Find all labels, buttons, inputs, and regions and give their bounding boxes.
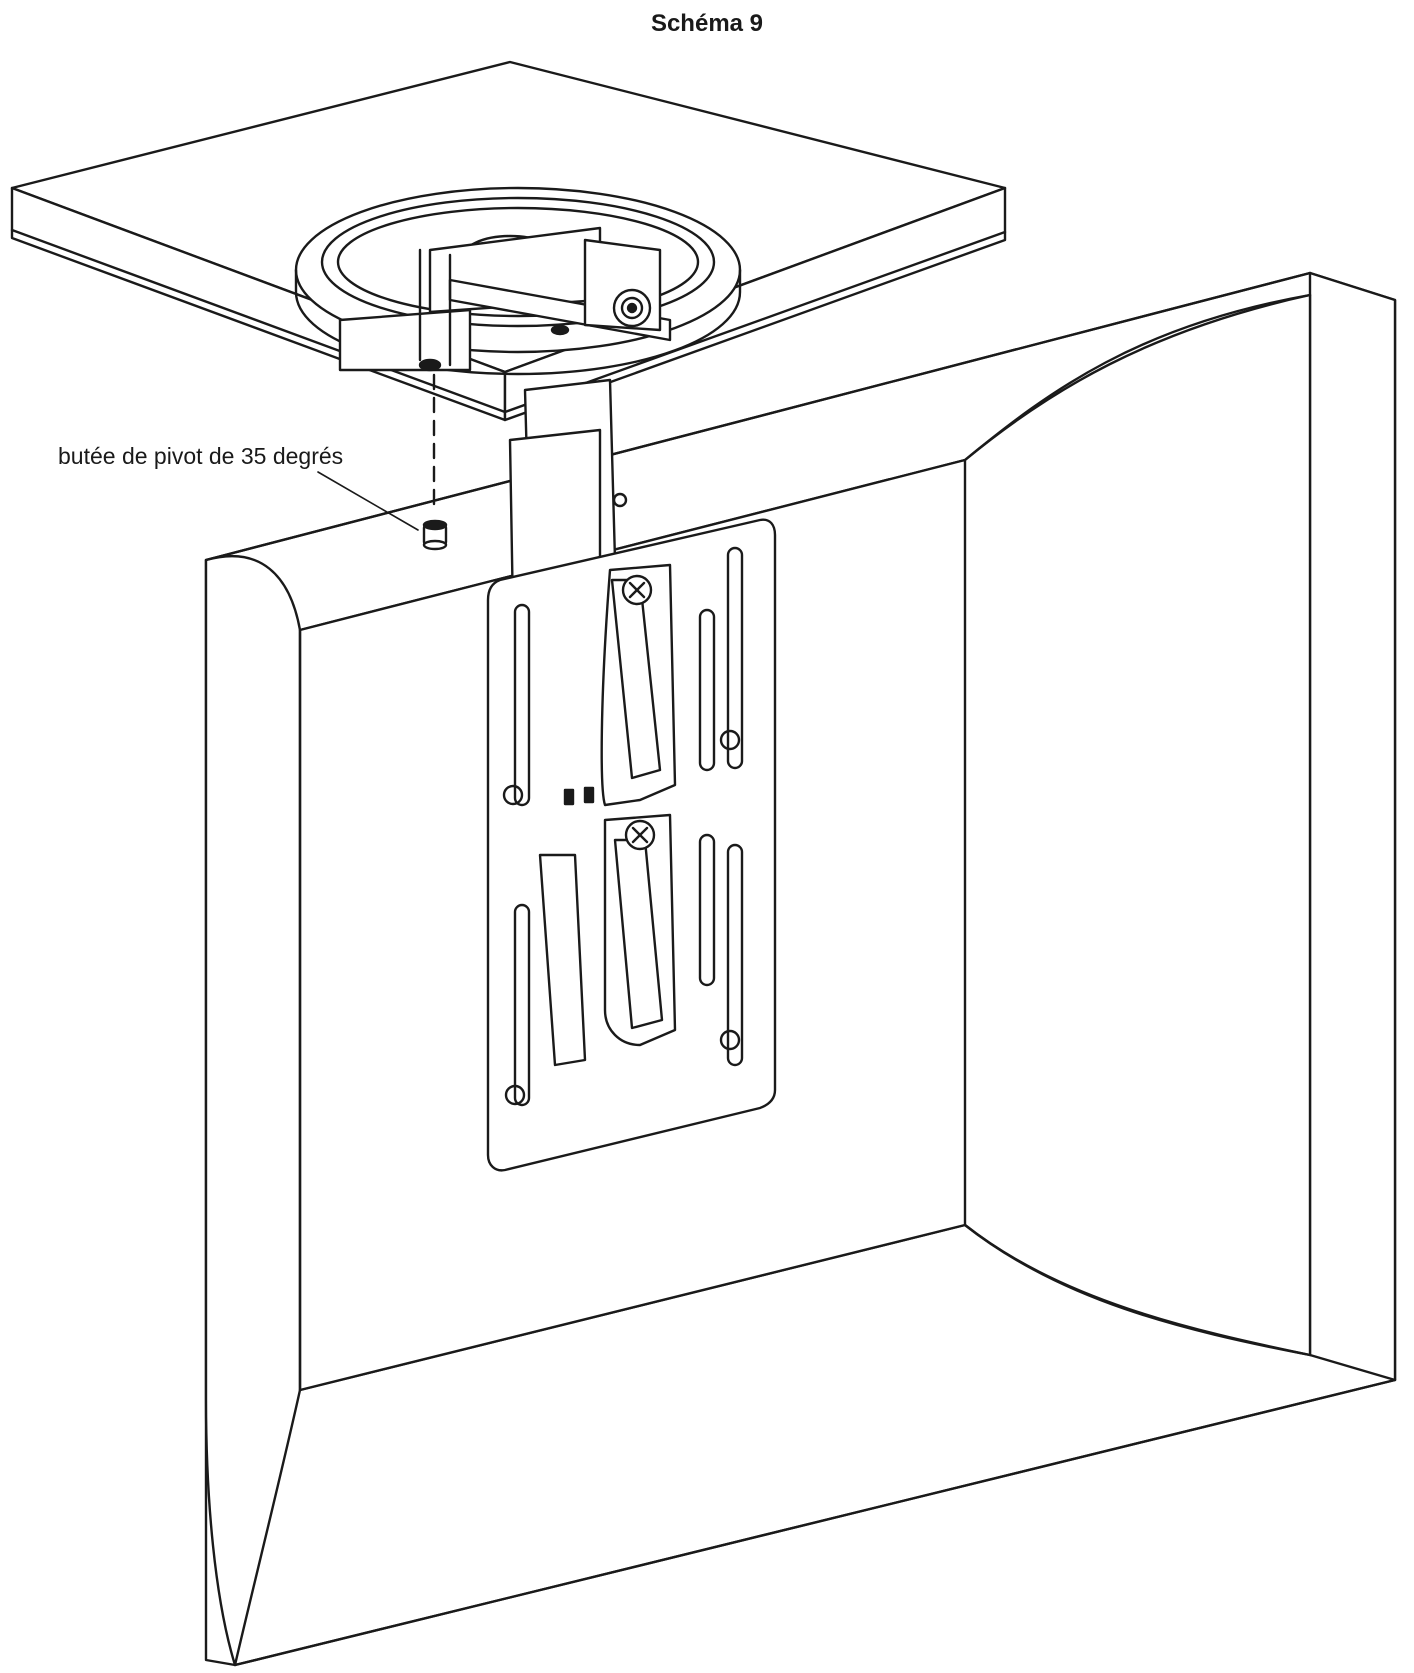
callout-leader [317,471,419,531]
clamp-arms [538,563,677,1067]
callout-label: butée de pivot de 35 degrés [58,443,344,469]
pivot-bracket [338,226,672,372]
diagram-title: Schéma 9 [650,10,764,37]
tv-screen [204,271,1397,1667]
pivot-stop [317,373,448,551]
